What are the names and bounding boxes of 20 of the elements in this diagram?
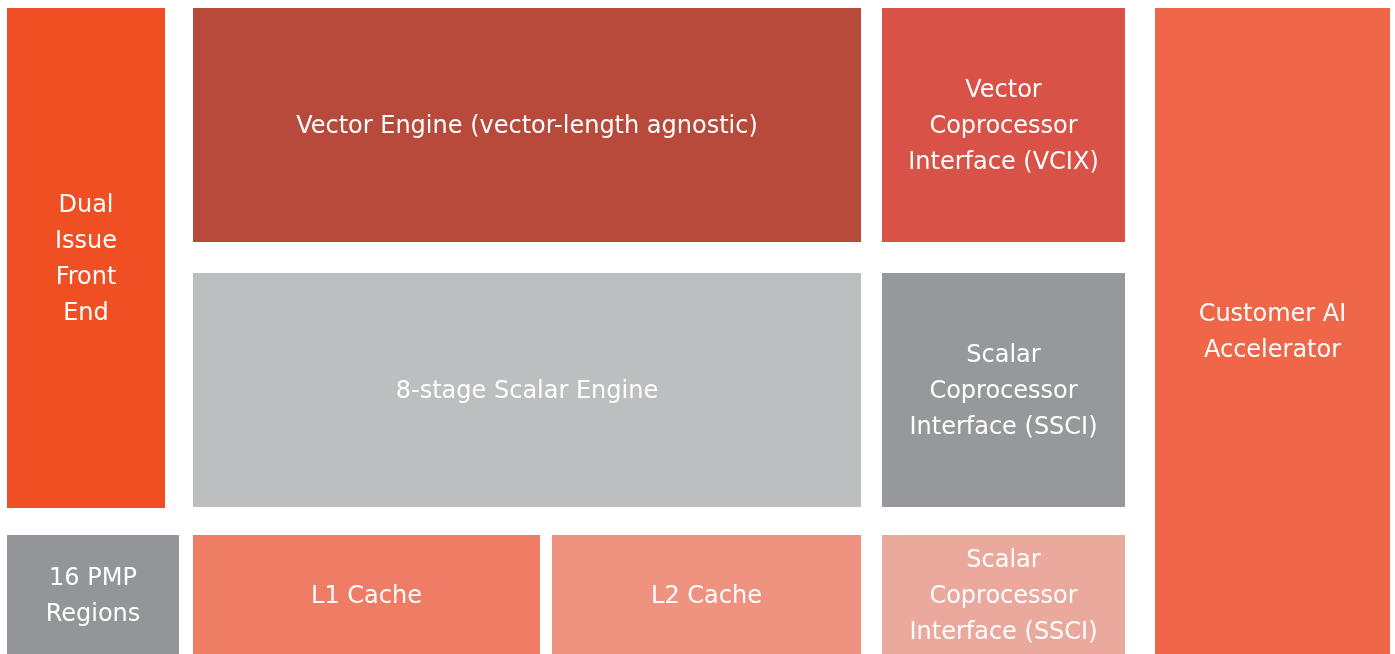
block-label: Dual Issue Front End xyxy=(53,189,119,328)
component-block xyxy=(882,273,1125,507)
block-label: Scalar Coprocessor Interface (SSCI) xyxy=(908,543,1099,647)
component-block xyxy=(193,273,861,507)
block-label: L1 Cache xyxy=(311,579,422,611)
block-label: Customer AI Accelerator xyxy=(1197,298,1348,365)
component-block xyxy=(193,8,861,242)
component-block xyxy=(193,535,540,654)
component-block xyxy=(882,8,1125,242)
block-label: Scalar Coprocessor Interface (SSCI) xyxy=(908,339,1099,442)
block-label: Vector Engine (vector-length agnostic) xyxy=(296,110,758,141)
block-label: 16 PMP Regions xyxy=(44,561,142,629)
block-label: Vector Coprocessor Interface (VCIX) xyxy=(907,74,1100,177)
block-label: 8-stage Scalar Engine xyxy=(395,375,659,406)
component-block xyxy=(7,8,165,508)
block-label: L2 Cache xyxy=(651,579,762,611)
component-block xyxy=(1155,8,1390,654)
component-block xyxy=(882,535,1125,654)
component-block xyxy=(552,535,861,654)
component-block xyxy=(7,535,179,654)
